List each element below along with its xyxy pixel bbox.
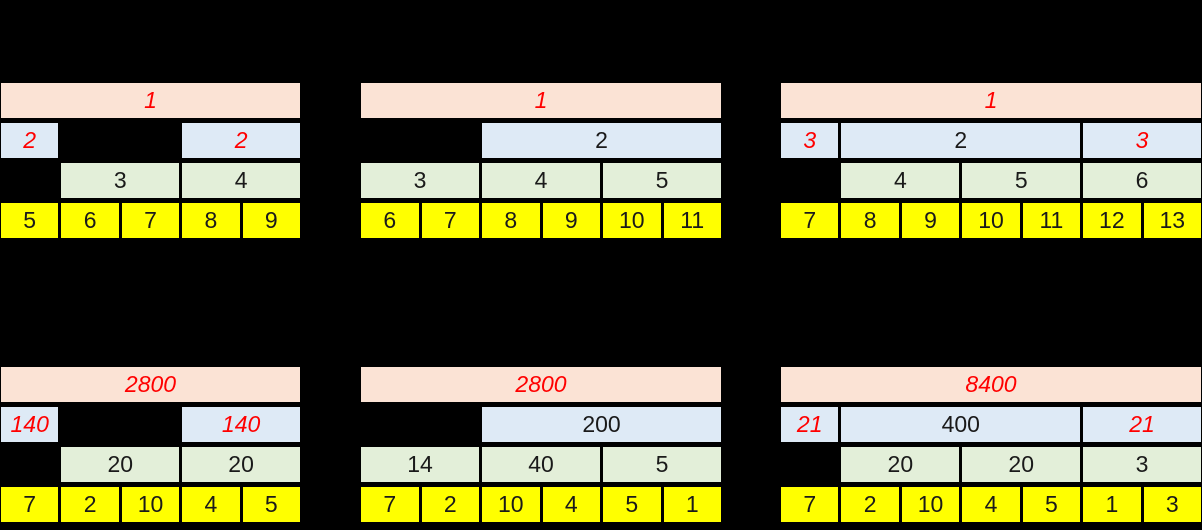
value-cell-yellow: 2 — [421, 487, 479, 522]
value-cell-yellow: 7 — [361, 487, 419, 522]
value-cell-blue: 2 — [841, 123, 1081, 158]
value-cell-green: 20 — [841, 447, 960, 482]
value-cell-pink: 8400 — [781, 367, 1201, 402]
value-cell-green: 5 — [603, 163, 721, 198]
value-cell-yellow: 7 — [421, 203, 479, 238]
value-cell-yellow: 9 — [901, 203, 960, 238]
value-cell-blue: 2 — [482, 123, 721, 158]
value-cell-yellow: 11 — [1022, 203, 1081, 238]
empty-cell — [361, 123, 479, 158]
value-cell-pink: 1 — [1, 83, 300, 118]
value-cell-yellow: 10 — [901, 487, 960, 522]
value-cell-yellow: 11 — [663, 203, 721, 238]
value-cell-yellow: 2 — [841, 487, 899, 522]
value-cell-yellow: 6 — [361, 203, 419, 238]
value-cell-blue: 2 — [182, 123, 300, 158]
value-cell-yellow: 2 — [61, 487, 119, 522]
value-cell-green: 6 — [1083, 163, 1201, 198]
value-cell-yellow: 10 — [482, 487, 540, 522]
value-cell-yellow: 4 — [182, 487, 240, 522]
value-cell-yellow: 8 — [182, 203, 240, 238]
value-cell-yellow: 5 — [242, 487, 300, 522]
empty-cell — [361, 407, 479, 442]
value-cell-green: 5 — [603, 447, 721, 482]
empty-cell — [1, 447, 59, 482]
value-cell-yellow: 8 — [482, 203, 540, 238]
value-cell-blue: 21 — [781, 407, 839, 442]
empty-cell — [1, 163, 59, 198]
empty-cell — [781, 447, 839, 482]
value-cell-yellow: 1 — [1083, 487, 1141, 522]
value-cell-yellow: 7 — [1, 487, 59, 522]
value-cell-yellow: 6 — [61, 203, 119, 238]
value-cell-green: 3 — [1083, 447, 1201, 482]
value-cell-yellow: 9 — [242, 203, 300, 238]
value-cell-yellow: 10 — [962, 203, 1020, 238]
value-cell-green: 20 — [182, 447, 300, 482]
value-cell-yellow: 3 — [1143, 487, 1201, 522]
value-cell-yellow: 5 — [1022, 487, 1081, 522]
value-cell-blue: 3 — [781, 123, 839, 158]
value-cell-yellow: 1 — [663, 487, 721, 522]
value-cell-blue: 2 — [1, 123, 59, 158]
value-cell-green: 5 — [962, 163, 1081, 198]
value-cell-green: 20 — [962, 447, 1081, 482]
value-cell-pink: 2800 — [361, 367, 721, 402]
value-cell-yellow: 9 — [542, 203, 600, 238]
value-cell-yellow: 4 — [542, 487, 600, 522]
value-cell-yellow: 10 — [121, 487, 180, 522]
value-cell-blue: 140 — [1, 407, 59, 442]
value-cell-green: 14 — [361, 447, 479, 482]
value-cell-yellow: 7 — [781, 203, 839, 238]
value-cell-yellow: 7 — [121, 203, 180, 238]
value-cell-blue: 21 — [1083, 407, 1201, 442]
value-cell-blue: 140 — [182, 407, 300, 442]
value-cell-yellow: 8 — [841, 203, 899, 238]
value-cell-green: 3 — [61, 163, 180, 198]
value-cell-yellow: 10 — [603, 203, 661, 238]
value-cell-blue: 200 — [482, 407, 721, 442]
value-cell-yellow: 7 — [781, 487, 839, 522]
value-cell-yellow: 5 — [1, 203, 59, 238]
value-cell-yellow: 5 — [603, 487, 661, 522]
value-cell-green: 20 — [61, 447, 180, 482]
value-cell-blue: 3 — [1083, 123, 1201, 158]
value-cell-blue: 400 — [841, 407, 1081, 442]
value-cell-green: 3 — [361, 163, 479, 198]
empty-cell — [781, 163, 839, 198]
empty-cell — [61, 407, 180, 442]
value-cell-pink: 1 — [361, 83, 721, 118]
empty-cell — [61, 123, 180, 158]
value-cell-yellow: 12 — [1083, 203, 1141, 238]
value-cell-pink: 1 — [781, 83, 1201, 118]
value-cell-green: 4 — [182, 163, 300, 198]
value-cell-yellow: 4 — [962, 487, 1020, 522]
value-cell-green: 4 — [482, 163, 600, 198]
value-cell-pink: 2800 — [1, 367, 300, 402]
value-cell-green: 4 — [841, 163, 960, 198]
value-cell-yellow: 13 — [1143, 203, 1201, 238]
value-cell-green: 40 — [482, 447, 600, 482]
